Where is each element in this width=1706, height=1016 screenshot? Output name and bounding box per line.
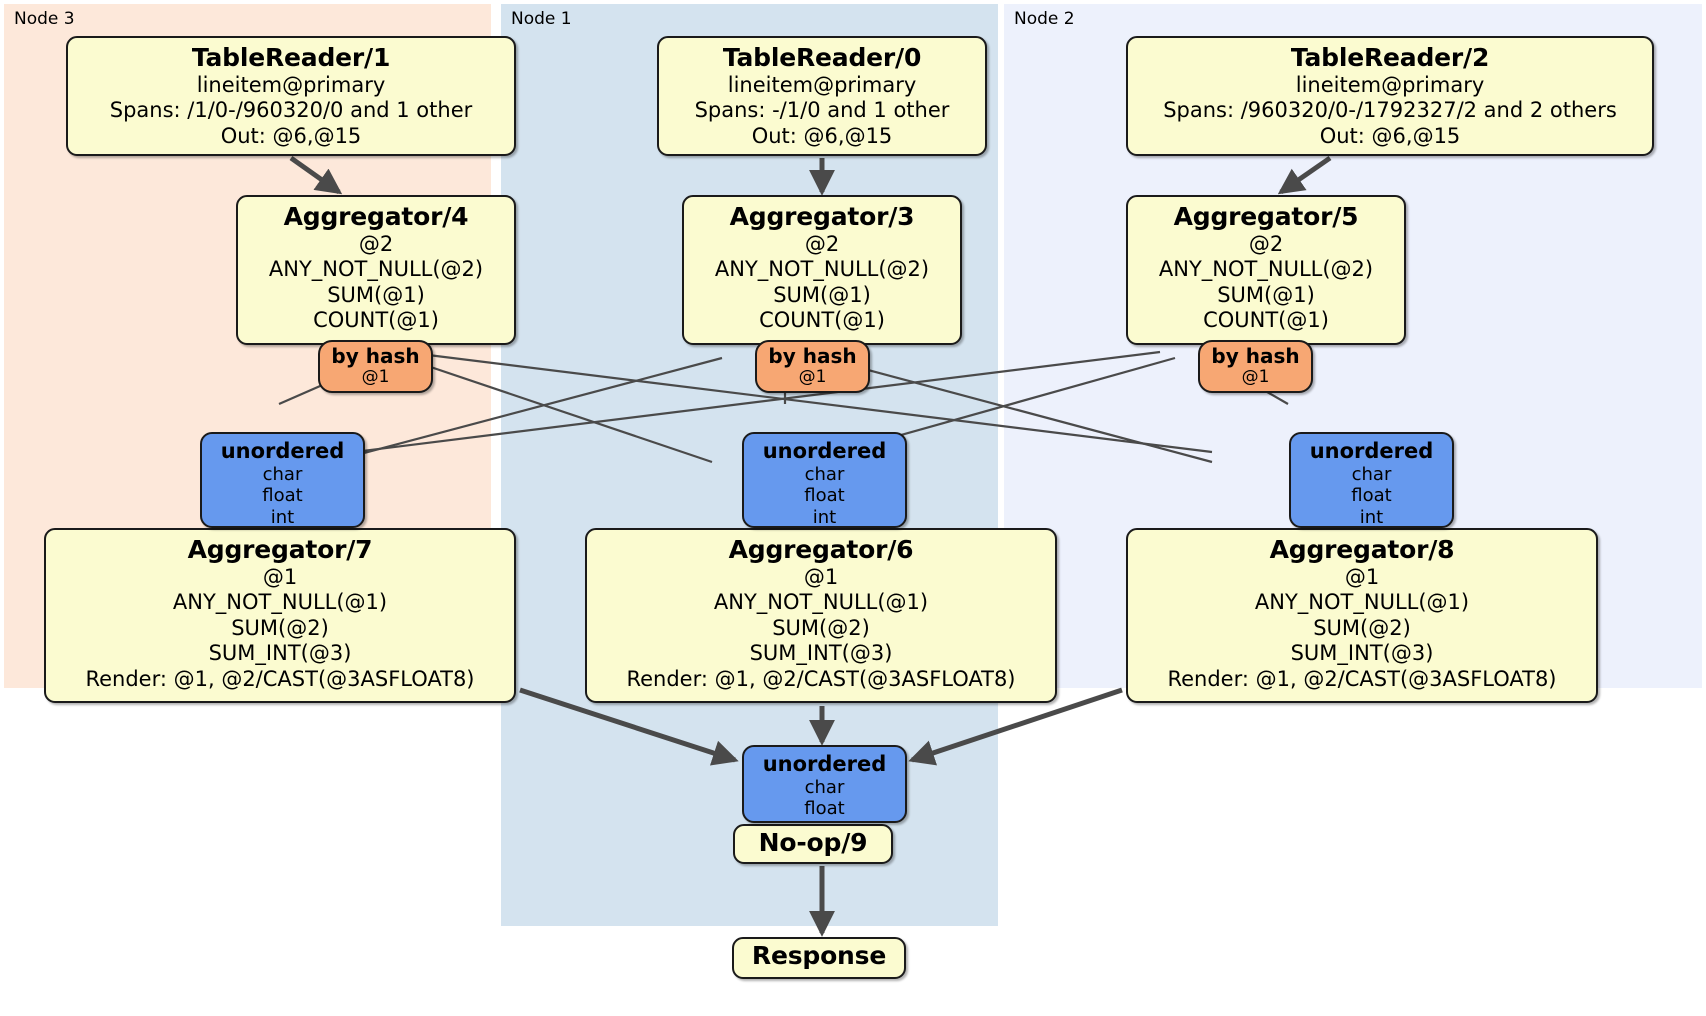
processor-title: TableReader/0 <box>722 43 922 72</box>
processor-table-reader-2[interactable]: TableReader/2 lineitem@primary Spans: /9… <box>1126 36 1654 156</box>
synchronizer-line: char <box>262 463 303 485</box>
processor-line: SUM_INT(@3) <box>208 641 352 666</box>
processor-line: SUM(@1) <box>327 282 425 307</box>
router-title: by hash <box>768 344 857 368</box>
processor-line: COUNT(@1) <box>759 308 885 333</box>
processor-line: Render: @1, @2/CAST(@3ASFLOAT8) <box>85 666 475 691</box>
edge-hashL-syncC <box>403 356 713 464</box>
router-title: by hash <box>331 344 420 368</box>
synchronizer-title: unordered <box>762 439 887 463</box>
synchronizer-line: int <box>270 506 295 528</box>
synchronizer-unordered-center[interactable]: unordered char float int <box>742 432 907 528</box>
processor-line: @1 <box>1344 564 1380 589</box>
node-panel-label-node1: Node 1 <box>511 9 572 29</box>
processor-line: ANY_NOT_NULL(@2) <box>268 257 484 282</box>
edge-agg7-final-sync <box>519 687 739 766</box>
edge-tr1-agg4 <box>289 155 343 195</box>
processor-line: SUM(@1) <box>1217 282 1315 307</box>
processor-line: SUM_INT(@3) <box>1290 641 1434 666</box>
processor-title: Aggregator/3 <box>729 202 915 231</box>
processor-line: Out: @6,@15 <box>1319 123 1461 148</box>
processor-response[interactable]: Response <box>732 937 906 979</box>
processor-title: TableReader/2 <box>1290 43 1490 72</box>
processor-line: SUM_INT(@3) <box>749 641 893 666</box>
processor-line: Spans: /1/0-/960320/0 and 1 other <box>109 98 473 123</box>
processor-line: Out: @6,@15 <box>751 123 893 148</box>
synchronizer-line: float <box>804 485 845 507</box>
processor-noop-9[interactable]: No-op/9 <box>733 824 893 864</box>
processor-table-reader-1[interactable]: TableReader/1 lineitem@primary Spans: /1… <box>66 36 516 156</box>
edge-hashC-syncL <box>329 356 723 464</box>
router-title: by hash <box>1211 344 1300 368</box>
processor-line: ANY_NOT_NULL(@1) <box>172 590 388 615</box>
synchronizer-unordered-left[interactable]: unordered char float int <box>200 432 365 528</box>
edge-tr2-agg5 <box>1277 155 1332 195</box>
processor-aggregator-7[interactable]: Aggregator/7 @1 ANY_NOT_NULL(@1) SUM(@2)… <box>44 528 516 703</box>
processor-title: Aggregator/7 <box>187 535 373 564</box>
processor-line: SUM(@2) <box>231 615 329 640</box>
synchronizer-line: int <box>1359 506 1384 528</box>
processor-line: Spans: -/1/0 and 1 other <box>694 98 950 123</box>
router-line: @1 <box>1241 367 1270 387</box>
processor-line: SUM(@2) <box>1313 615 1411 640</box>
synchronizer-line: float <box>804 798 845 820</box>
processor-title: Aggregator/5 <box>1173 202 1359 231</box>
synchronizer-title: unordered <box>220 439 345 463</box>
node-panel-label-node2: Node 2 <box>1014 9 1075 29</box>
router-line: @1 <box>361 367 390 387</box>
synchronizer-line: char <box>804 463 845 485</box>
processor-line: SUM(@2) <box>772 615 870 640</box>
processor-aggregator-5[interactable]: Aggregator/5 @2 ANY_NOT_NULL(@2) SUM(@1)… <box>1126 195 1406 345</box>
processor-line: lineitem@primary <box>1295 72 1485 97</box>
processor-line: @2 <box>358 231 394 256</box>
processor-line: @1 <box>262 564 298 589</box>
synchronizer-unordered-final[interactable]: unordered char float <box>742 745 907 823</box>
processor-aggregator-6[interactable]: Aggregator/6 @1 ANY_NOT_NULL(@1) SUM(@2)… <box>585 528 1057 703</box>
router-by-hash-center[interactable]: by hash @1 <box>755 340 870 393</box>
synchronizer-unordered-right[interactable]: unordered char float int <box>1289 432 1454 528</box>
processor-line: Spans: /960320/0-/1792327/2 and 2 others <box>1163 98 1617 123</box>
processor-line: ANY_NOT_NULL(@1) <box>1254 590 1470 615</box>
processor-title: Aggregator/6 <box>728 535 914 564</box>
processor-title: Aggregator/4 <box>283 202 469 231</box>
synchronizer-line: char <box>1351 463 1392 485</box>
synchronizer-line: int <box>812 506 837 528</box>
edge-agg8-final-sync <box>908 687 1123 766</box>
processor-title: Response <box>751 941 887 970</box>
node-panel-label-node3: Node 3 <box>14 9 75 29</box>
edge-hashL-syncR <box>403 350 1213 454</box>
processor-line: ANY_NOT_NULL(@1) <box>713 590 929 615</box>
processor-line: lineitem@primary <box>196 72 386 97</box>
processor-line: @2 <box>1248 231 1284 256</box>
processor-aggregator-8[interactable]: Aggregator/8 @1 ANY_NOT_NULL(@1) SUM(@2)… <box>1126 528 1598 703</box>
synchronizer-title: unordered <box>1309 439 1434 463</box>
processor-aggregator-3[interactable]: Aggregator/3 @2 ANY_NOT_NULL(@2) SUM(@1)… <box>682 195 962 345</box>
processor-line: COUNT(@1) <box>1203 308 1329 333</box>
processor-line: @2 <box>804 231 840 256</box>
edge-hashR-syncL <box>329 350 1161 457</box>
processor-title: Aggregator/8 <box>1269 535 1455 564</box>
router-line: @1 <box>798 367 827 387</box>
processor-line: Out: @6,@15 <box>220 123 362 148</box>
processor-line: ANY_NOT_NULL(@2) <box>714 257 930 282</box>
processor-line: @1 <box>803 564 839 589</box>
processor-aggregator-4[interactable]: Aggregator/4 @2 ANY_NOT_NULL(@2) SUM(@1)… <box>236 195 516 345</box>
synchronizer-line: char <box>804 776 845 798</box>
synchronizer-line: float <box>1351 485 1392 507</box>
processor-line: COUNT(@1) <box>313 308 439 333</box>
edge-hashC-syncR <box>811 353 1213 464</box>
processor-table-reader-0[interactable]: TableReader/0 lineitem@primary Spans: -/… <box>657 36 987 156</box>
processor-title: No-op/9 <box>758 828 868 857</box>
router-by-hash-right[interactable]: by hash @1 <box>1198 340 1313 393</box>
processor-line: ANY_NOT_NULL(@2) <box>1158 257 1374 282</box>
processor-line: Render: @1, @2/CAST(@3ASFLOAT8) <box>626 666 1016 691</box>
synchronizer-title: unordered <box>762 752 887 776</box>
processor-line: Render: @1, @2/CAST(@3ASFLOAT8) <box>1167 666 1557 691</box>
processor-line: SUM(@1) <box>773 282 871 307</box>
synchronizer-line: float <box>262 485 303 507</box>
processor-title: TableReader/1 <box>191 43 391 72</box>
processor-line: lineitem@primary <box>727 72 917 97</box>
router-by-hash-left[interactable]: by hash @1 <box>318 340 433 393</box>
